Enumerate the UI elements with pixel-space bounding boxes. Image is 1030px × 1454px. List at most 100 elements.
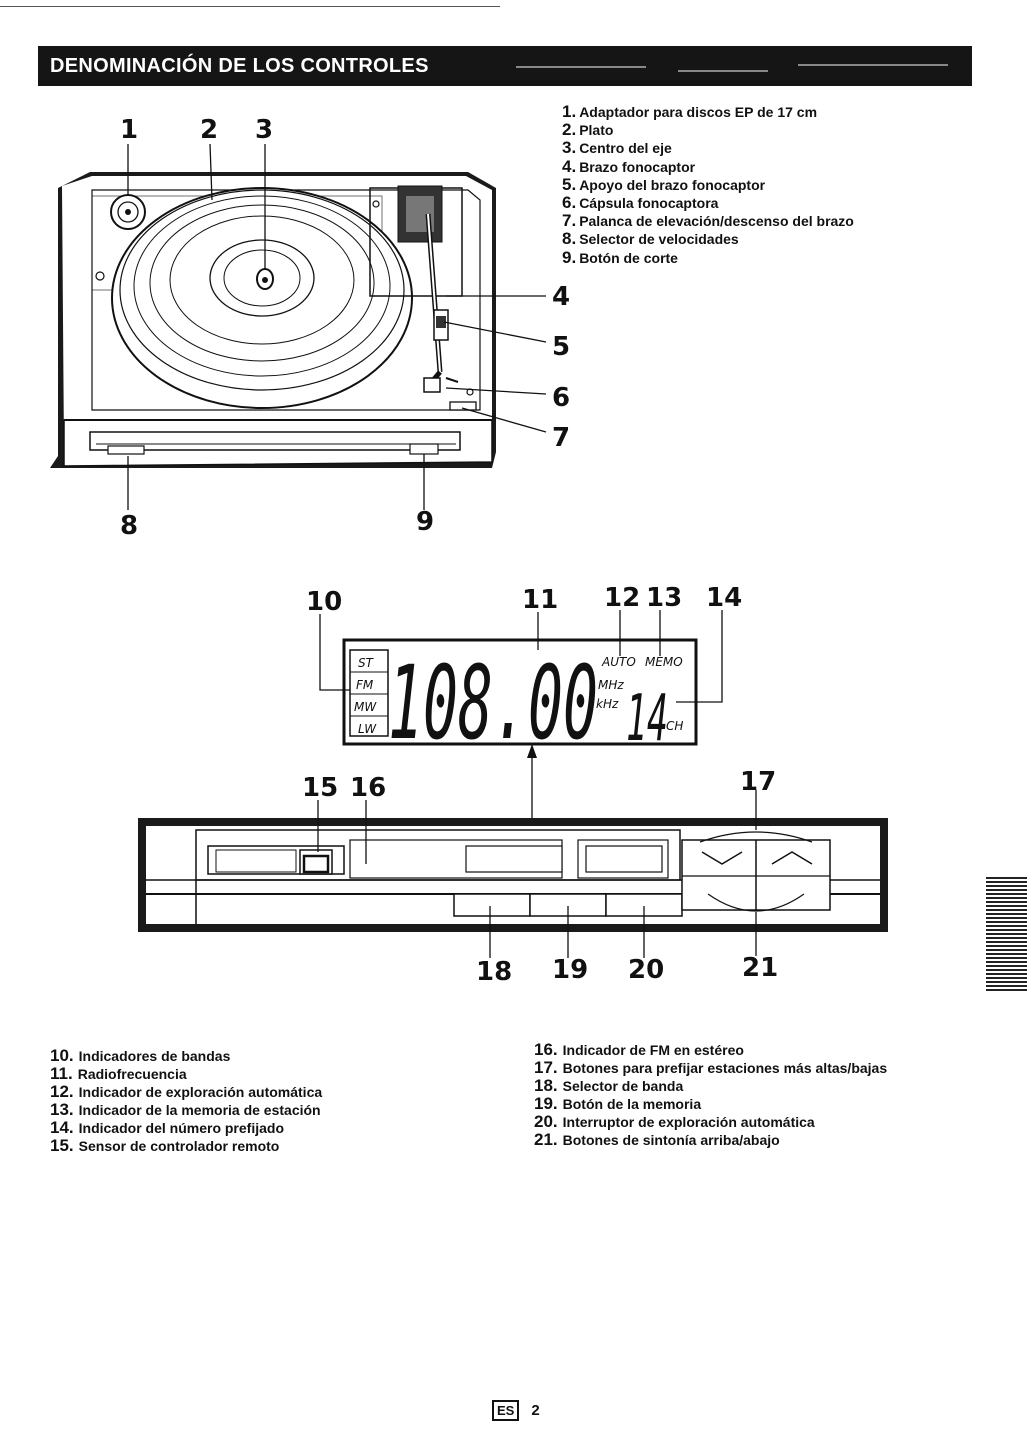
list-item: 19.Botón de la memoria: [534, 1094, 887, 1113]
item-text: Apoyo del brazo fonocaptor: [579, 176, 766, 193]
band-indicator-box: [349, 649, 389, 737]
callout-4: 4: [552, 282, 570, 312]
language-badge: ES: [492, 1400, 520, 1421]
callout-10: 10: [306, 587, 342, 617]
panel-leaders: [317, 790, 757, 958]
item-number: 1.: [562, 102, 577, 121]
turntable-callouts: 1 2 3 4 5 6 7 8 9: [120, 115, 570, 541]
item-number: 2.: [562, 120, 577, 140]
list-item: 8.Selector de velocidades: [562, 229, 854, 249]
item-number: 11.: [50, 1064, 73, 1083]
list-item: 15.Sensor de controlador remoto: [50, 1136, 322, 1155]
lcd-mhz: MHz: [598, 678, 624, 692]
section-title: DENOMINACIÓN DE LOS CONTROLES: [50, 55, 429, 77]
callout-14: 14: [706, 583, 742, 613]
lcd-preset: 14: [626, 682, 668, 756]
item-number: 15.: [50, 1136, 74, 1155]
list-item: 20.Interruptor de exploración automática: [534, 1112, 887, 1131]
tuner-front-panel: [138, 818, 888, 932]
item-text: Selector de banda: [562, 1078, 684, 1094]
callout-20: 20: [628, 955, 664, 985]
item-text: Radiofrecuencia: [77, 1066, 187, 1082]
item-number: 12.: [50, 1082, 74, 1101]
item-number: 19.: [534, 1094, 558, 1113]
item-text: Brazo fonocaptor: [579, 158, 696, 175]
list-item: 5.Apoyo del brazo fonocaptor: [562, 174, 854, 194]
item-number: 21.: [534, 1130, 558, 1149]
item-text: Indicadores de bandas: [78, 1048, 231, 1064]
callout-3: 3: [255, 115, 273, 145]
item-text: Botón de la memoria: [562, 1096, 702, 1112]
item-number: 17.: [534, 1058, 558, 1077]
lcd-memo: MEMO: [645, 655, 683, 669]
callout-6: 6: [552, 383, 570, 413]
item-text: Botones de sintonía arriba/abajo: [562, 1132, 780, 1148]
item-number: 3.: [562, 138, 577, 158]
item-text: Palanca de elevación/descenso del brazo: [579, 213, 854, 230]
callout-16: 16: [350, 773, 386, 803]
list-item: 13.Indicador de la memoria de estación: [50, 1100, 322, 1119]
cartridge: [423, 377, 441, 393]
platter: [111, 187, 413, 409]
header-texture: [678, 70, 768, 72]
item-text: Indicador de la memoria de estación: [78, 1102, 321, 1118]
preset-up-icon: [771, 851, 813, 865]
callout-15: 15: [302, 773, 338, 803]
list-item: 9.Botón de corte: [562, 248, 854, 267]
callout-18: 18: [476, 957, 512, 987]
lcd-ch: CH: [666, 719, 683, 733]
top-rule: [0, 6, 500, 7]
item-number: 8.: [562, 229, 577, 249]
item-number: 10.: [50, 1046, 74, 1065]
list-item: 21.Botones de sintonía arriba/abajo: [534, 1130, 887, 1149]
callout-8: 8: [120, 511, 138, 541]
item-number: 4.: [562, 156, 577, 176]
lcd-frequency: 108.00: [388, 644, 598, 763]
callout-21: 21: [742, 953, 778, 983]
callout-7: 7: [552, 423, 570, 453]
preset-down-icon: [701, 851, 743, 865]
header-texture: [516, 66, 646, 68]
item-text: Cápsula fonocaptora: [579, 194, 719, 211]
list-item: 16.Indicador de FM en estéreo: [534, 1040, 887, 1059]
item-text: Botones para prefijar estaciones más alt…: [562, 1060, 888, 1076]
list-item: 2.Plato: [562, 120, 854, 140]
callout-9: 9: [416, 507, 434, 537]
item-number: 13.: [50, 1100, 74, 1119]
list-item: 6.Cápsula fonocaptora: [562, 192, 854, 212]
item-number: 5.: [562, 174, 577, 194]
band-st: ST: [358, 656, 375, 670]
turntable-illustration: [50, 172, 496, 468]
list-item: 17.Botones para prefijar estaciones más …: [534, 1058, 888, 1077]
section-thumb-index: [986, 877, 1027, 992]
item-text: Selector de velocidades: [579, 231, 739, 248]
page-footer: ES 2: [492, 1400, 540, 1421]
band-selector-button: [453, 893, 531, 917]
item-text: Indicador del número prefijado: [78, 1120, 284, 1136]
callout-17: 17: [740, 767, 776, 797]
list-item: 14.Indicador del número prefijado: [50, 1118, 322, 1137]
list-item: 7.Palanca de elevación/descenso del braz…: [562, 211, 854, 230]
item-number: 6.: [562, 192, 577, 212]
lcd-khz: kHz: [596, 697, 619, 711]
item-text: Indicador de FM en estéreo: [562, 1042, 744, 1058]
turntable-leaders: [127, 143, 547, 510]
callout-5: 5: [552, 332, 570, 362]
callout-13: 13: [646, 583, 682, 613]
display-arrow: [527, 744, 537, 758]
list-item: 4.Brazo fonocaptor: [562, 156, 854, 176]
tonearm: [423, 213, 443, 393]
lcd-display: ST FM MW LW 108.00 14 AUTO MEMO MHz kHz …: [342, 638, 698, 763]
callout-12: 12: [604, 583, 640, 613]
cut-button: [409, 443, 439, 455]
list-item: 3.Centro del eje: [562, 138, 854, 158]
callout-11: 11: [522, 585, 558, 615]
item-text: Botón de corte: [579, 249, 678, 266]
band-mw: MW: [354, 700, 377, 714]
list-item: 10.Indicadores de bandas: [50, 1046, 322, 1065]
item-text: Centro del eje: [579, 140, 672, 157]
item-number: 16.: [534, 1040, 558, 1059]
item-text: Adaptador para discos EP de 17 cm: [579, 104, 818, 120]
